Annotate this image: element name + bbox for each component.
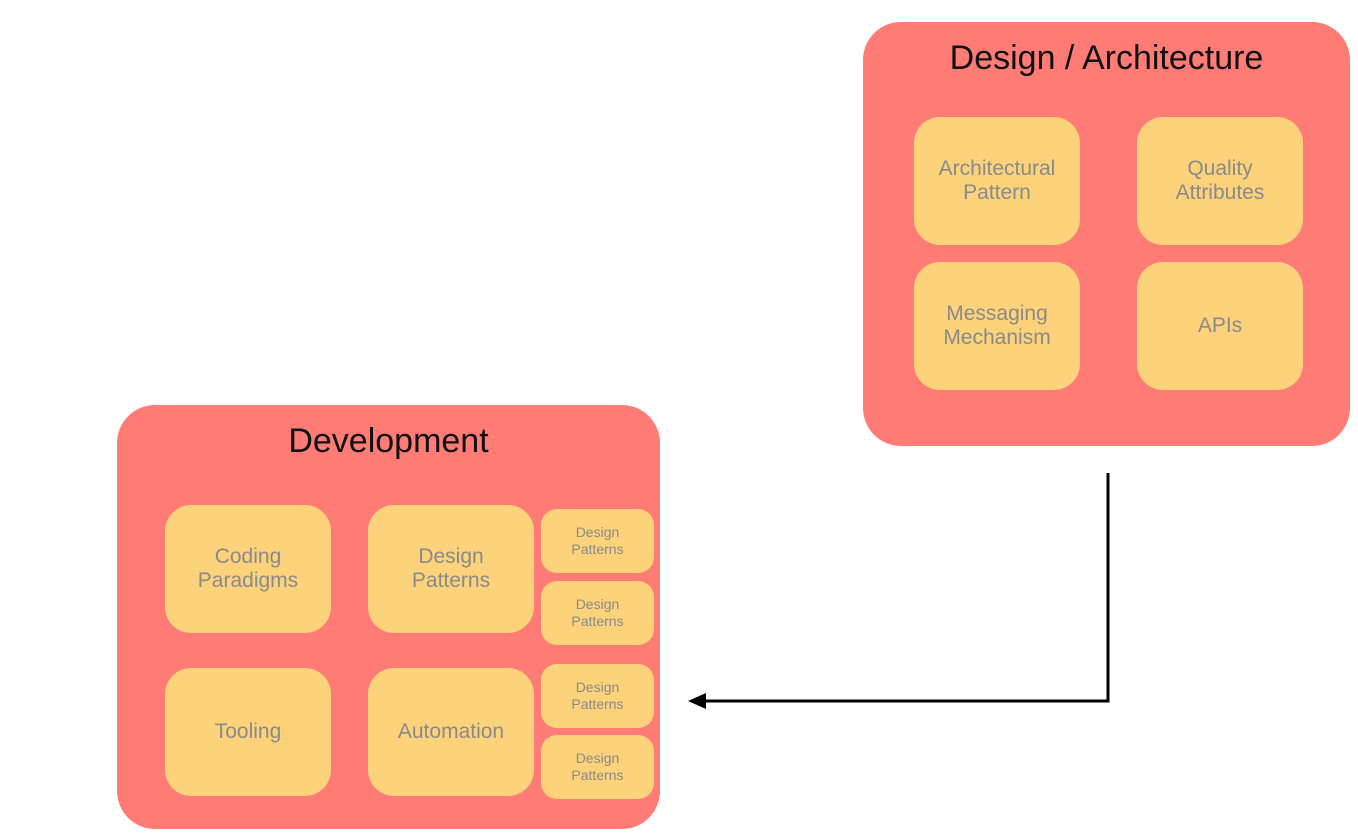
- design-patterns-small-card: Design Patterns: [541, 581, 654, 645]
- connector-line: [702, 473, 1110, 703]
- messaging-mechanism-card: Messaging Mechanism: [914, 262, 1080, 390]
- coding-paradigms-card: Coding Paradigms: [165, 505, 331, 633]
- design-architecture-group: Design / Architecture Architectural Patt…: [863, 22, 1350, 446]
- development-group: Development Coding Paradigms Design Patt…: [117, 405, 660, 829]
- design-patterns-small-card: Design Patterns: [541, 509, 654, 573]
- automation-card: Automation: [368, 668, 534, 796]
- design-patterns-small-card: Design Patterns: [541, 664, 654, 728]
- development-title: Development: [288, 422, 489, 460]
- apis-card: APIs: [1137, 262, 1303, 390]
- quality-attributes-card: Quality Attributes: [1137, 117, 1303, 245]
- arrowhead-icon: [688, 693, 706, 709]
- tooling-card: Tooling: [165, 668, 331, 796]
- design-patterns-card: Design Patterns: [368, 505, 534, 633]
- architectural-pattern-card: Architectural Pattern: [914, 117, 1080, 245]
- design-patterns-small-card: Design Patterns: [541, 735, 654, 799]
- design-architecture-title: Design / Architecture: [949, 39, 1264, 77]
